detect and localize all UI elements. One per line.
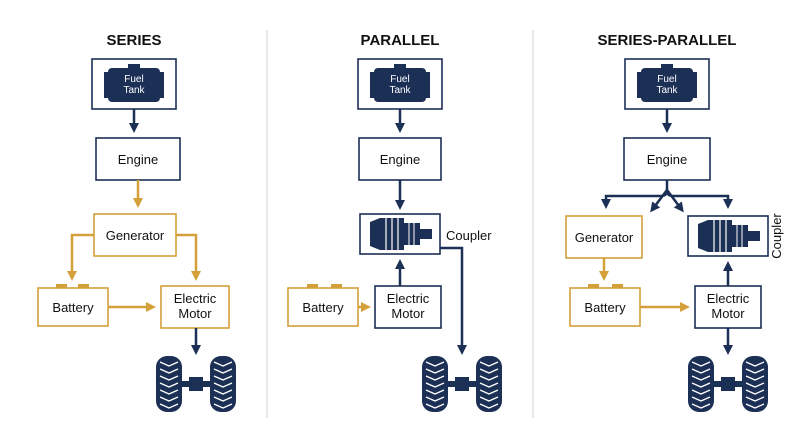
arrow-generator-motor: [176, 233, 201, 281]
battery-label: Battery: [302, 300, 344, 315]
generator-box: [93, 213, 177, 257]
arrow-generator-battery: [67, 233, 94, 281]
battery-label: Battery: [584, 300, 626, 315]
generator-label: Generator: [575, 230, 634, 245]
coupler-gearbox-icon: [687, 215, 769, 257]
battery-label: Battery: [52, 300, 94, 315]
parallel-title: PARALLEL: [361, 32, 440, 49]
electric-motor-box: [374, 285, 442, 329]
arrow-coupler-wheels: [440, 246, 467, 355]
battery-box: [37, 284, 109, 327]
series-parallel-title: SERIES-PARALLEL: [598, 32, 737, 49]
axle-wheels-icon: [422, 356, 502, 412]
coupler-label: Coupler: [769, 213, 784, 259]
generator-label: Generator: [106, 228, 165, 243]
split-arm-left: [650, 189, 668, 213]
axle-wheels-icon: [156, 356, 236, 412]
split-arm-right: [666, 189, 684, 213]
engine-label: Engine: [380, 152, 420, 167]
coupler-label: Coupler: [446, 228, 492, 243]
engine-box: [358, 137, 442, 181]
coupler-gearbox-icon: [359, 213, 441, 255]
generator-box: [565, 215, 643, 259]
engine-label: Engine: [647, 152, 687, 167]
battery-box: [569, 284, 641, 327]
battery-box: [287, 284, 359, 327]
engine-label: Engine: [118, 152, 158, 167]
axle-wheels-icon: [688, 356, 768, 412]
series-title: SERIES: [106, 32, 161, 49]
engine-box: [95, 137, 181, 181]
